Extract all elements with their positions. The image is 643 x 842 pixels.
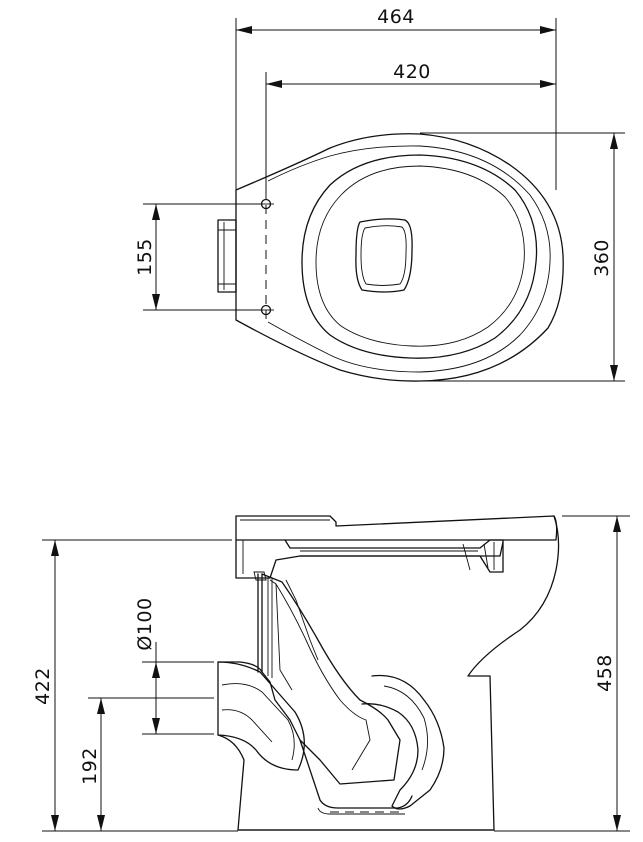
top-view-bowl-outer bbox=[301, 154, 538, 359]
dim-360: 360 bbox=[420, 132, 625, 382]
dim-diameter-100: Ø100 bbox=[134, 597, 214, 735]
side-view-trap bbox=[261, 573, 401, 785]
top-view-bowl-inner bbox=[315, 165, 525, 347]
dim-155: 155 bbox=[134, 203, 262, 311]
side-view-cistern-connector bbox=[235, 539, 504, 579]
dim-458-label: 458 bbox=[594, 654, 616, 692]
top-view-back-plate bbox=[217, 219, 237, 293]
side-view-outlet bbox=[217, 661, 305, 771]
dim-458: 458 bbox=[494, 515, 630, 832]
side-view-bowl-body bbox=[217, 515, 560, 831]
top-view-drain bbox=[355, 218, 413, 293]
side-view-seal bbox=[299, 739, 413, 809]
dim-464-label: 464 bbox=[377, 6, 415, 28]
dim-422: 422 bbox=[32, 539, 238, 832]
dim-192-label: 192 bbox=[79, 747, 101, 785]
dim-155-label: 155 bbox=[134, 238, 156, 276]
side-view-rim-channel bbox=[284, 539, 504, 573]
top-view-outline bbox=[235, 133, 564, 382]
top-view-drain-inner bbox=[360, 225, 407, 286]
dim-192: 192 bbox=[79, 697, 214, 831]
dim-diameter-100-label: Ø100 bbox=[134, 597, 156, 650]
dim-360-label: 360 bbox=[591, 239, 613, 277]
dim-420: 420 bbox=[265, 61, 556, 190]
top-view-rim-line bbox=[267, 145, 551, 373]
side-view-trap-lower bbox=[361, 674, 445, 810]
dim-422-label: 422 bbox=[32, 667, 54, 705]
dim-420-label: 420 bbox=[393, 61, 431, 83]
side-view: 458 422 Ø100 192 bbox=[32, 515, 630, 832]
dim-464: 464 bbox=[235, 6, 557, 190]
top-view: 464 420 360 155 bbox=[134, 6, 625, 382]
